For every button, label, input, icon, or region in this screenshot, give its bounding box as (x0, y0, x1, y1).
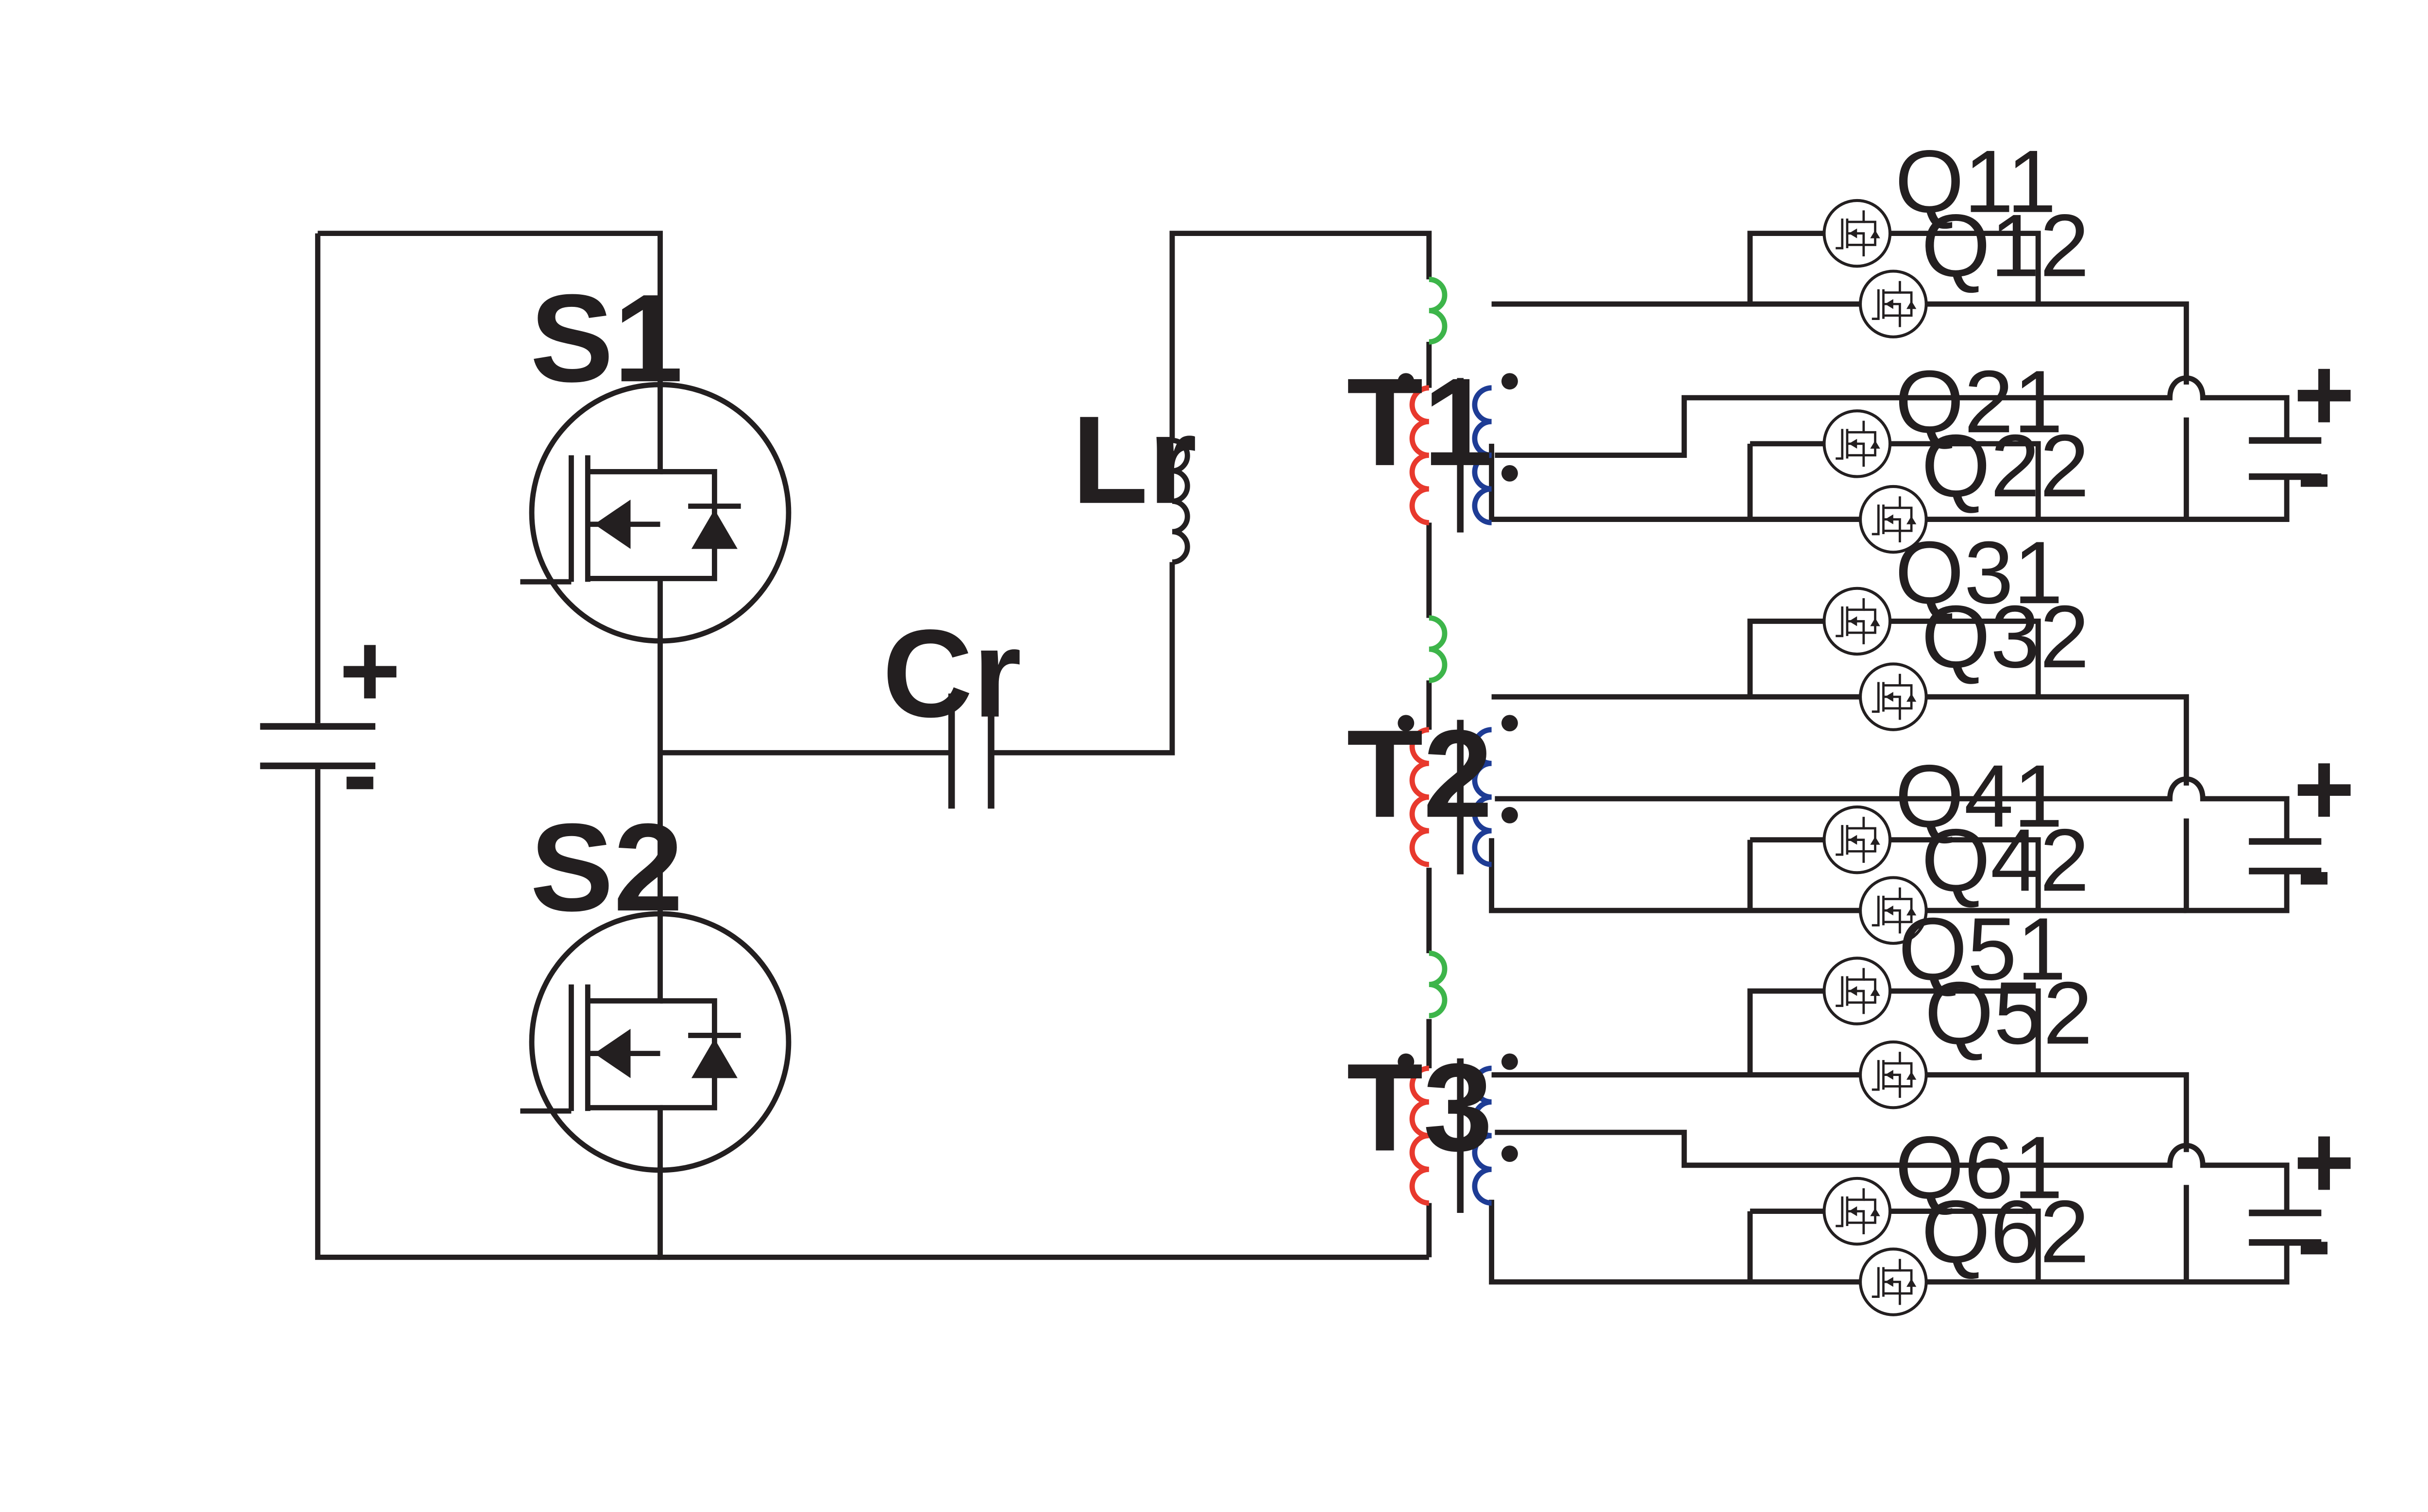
q21-mosfet-icon (1822, 409, 1892, 478)
resonant-inductor-lr-icon (1172, 437, 1190, 565)
t1-secondary-upper-coil (1472, 385, 1492, 458)
t2-secondary-upper-coil (1472, 727, 1492, 800)
s1-label: S1 (530, 268, 683, 408)
q11-mosfet-icon (1822, 199, 1892, 268)
out2-minus-label: - (2296, 810, 2331, 928)
q52-mosfet-icon (1858, 1040, 1928, 1109)
wire-lr-to-primary (1169, 231, 1432, 441)
q32-label: Q32 (1921, 587, 2089, 686)
input-minus-label: - (342, 715, 377, 833)
stage3-center-tap (1495, 1129, 2290, 1213)
t2-secondary-dot-lower (1501, 806, 1518, 823)
t3-secondary-upper-coil (1472, 1065, 1492, 1139)
s2-label: S2 (530, 797, 683, 937)
q22-label: Q22 (1921, 416, 2089, 515)
t1-primary-coil (1409, 385, 1430, 525)
q41-mosfet-icon (1822, 805, 1892, 874)
output-capacitor-2 (2249, 838, 2322, 874)
wire-input-minus (315, 769, 660, 1260)
t3-primary-dot (1398, 1053, 1415, 1070)
input-plus-label: + (339, 612, 401, 729)
q31-label: Q31 (1895, 522, 2063, 622)
t3-secondary-dot-upper (1501, 1053, 1518, 1070)
input-battery (260, 723, 375, 770)
stage2-sec-top (1491, 694, 2189, 786)
resonant-capacitor-cr (948, 693, 995, 809)
out1-minus-label: - (2296, 413, 2331, 530)
stage3-sec-bottom (1489, 1199, 2187, 1285)
stage1-bridge-top (1747, 231, 2041, 304)
t1-secondary-lower-coil (1472, 453, 1492, 525)
cr-label: Cr (882, 604, 1021, 743)
t1-primary-dot (1398, 373, 1415, 390)
q22-mosfet-icon (1858, 485, 1928, 554)
out3-plus-label: + (2293, 1103, 2355, 1221)
wire-cr-to-lr (993, 562, 1175, 756)
t2-label: T2 (1347, 704, 1493, 843)
q51-label: Q51 (1898, 899, 2066, 998)
stage2-minus-bus (2183, 818, 2290, 913)
t3-leakage-coil (1429, 950, 1448, 1019)
t1-secondary-dot-lower (1501, 465, 1518, 482)
lr-label: Lr (1072, 390, 1197, 530)
t3-label: T3 (1347, 1038, 1493, 1177)
components (260, 199, 2322, 1316)
t3-secondary-dot-lower (1501, 1145, 1518, 1162)
q21-label: Q21 (1895, 352, 2063, 451)
wire-top-left (318, 231, 663, 388)
q61-mosfet-icon (1822, 1176, 1892, 1246)
q11-label: Q11 (1895, 132, 2056, 231)
stage1-sec-top (1491, 301, 2189, 385)
t2-secondary-lower-coil (1472, 794, 1492, 867)
stage1-sec-bottom (1489, 443, 2187, 522)
stage2-center-tap (1495, 776, 2290, 842)
t1-secondary-dot-upper (1501, 373, 1518, 390)
q12-label: Q12 (1921, 196, 2089, 295)
q62-mosfet-icon (1858, 1247, 1928, 1316)
stage1-center-tap (1495, 375, 2290, 458)
output-capacitor-3 (2249, 1210, 2322, 1246)
s1-mosfet-icon (520, 382, 792, 644)
out1-plus-label: + (2293, 336, 2355, 453)
out2-plus-label: + (2293, 730, 2355, 847)
wires (315, 231, 2290, 1285)
t2-leakage-coil (1429, 615, 1448, 683)
wire-bottom-return (658, 1167, 1429, 1260)
q32-mosfet-icon (1858, 662, 1928, 731)
q12-mosfet-icon (1858, 269, 1928, 338)
q42-mosfet-icon (1858, 876, 1928, 945)
output-capacitor-1 (2249, 437, 2322, 480)
t2-secondary-dot-upper (1501, 715, 1518, 732)
out3-minus-label: - (2296, 1180, 2331, 1298)
q61-label: Q61 (1895, 1118, 2063, 1217)
stage3-bridge-top (1747, 988, 2041, 1075)
t2-primary-coil (1409, 727, 1430, 867)
stage3-minus-bus (2183, 1185, 2290, 1285)
s2-mosfet-icon (520, 911, 792, 1173)
q42-label: Q42 (1921, 810, 2089, 910)
stage3-sec-top (1491, 1072, 2189, 1152)
stage1-minus-bus (2183, 417, 2290, 522)
t3-secondary-lower-coil (1472, 1133, 1492, 1206)
q62-label: Q62 (1921, 1182, 2089, 1281)
stage2-bridge-top (1747, 619, 2041, 697)
t1-leakage-coil (1429, 276, 1448, 345)
t2-primary-dot (1398, 715, 1415, 732)
q41-label: Q41 (1895, 746, 2063, 846)
t1-label: T1 (1347, 352, 1493, 492)
t3-primary-coil (1409, 1065, 1430, 1206)
q51-mosfet-icon (1822, 957, 1892, 1025)
q52-label: Q52 (1924, 963, 2092, 1062)
q31-mosfet-icon (1822, 587, 1892, 656)
